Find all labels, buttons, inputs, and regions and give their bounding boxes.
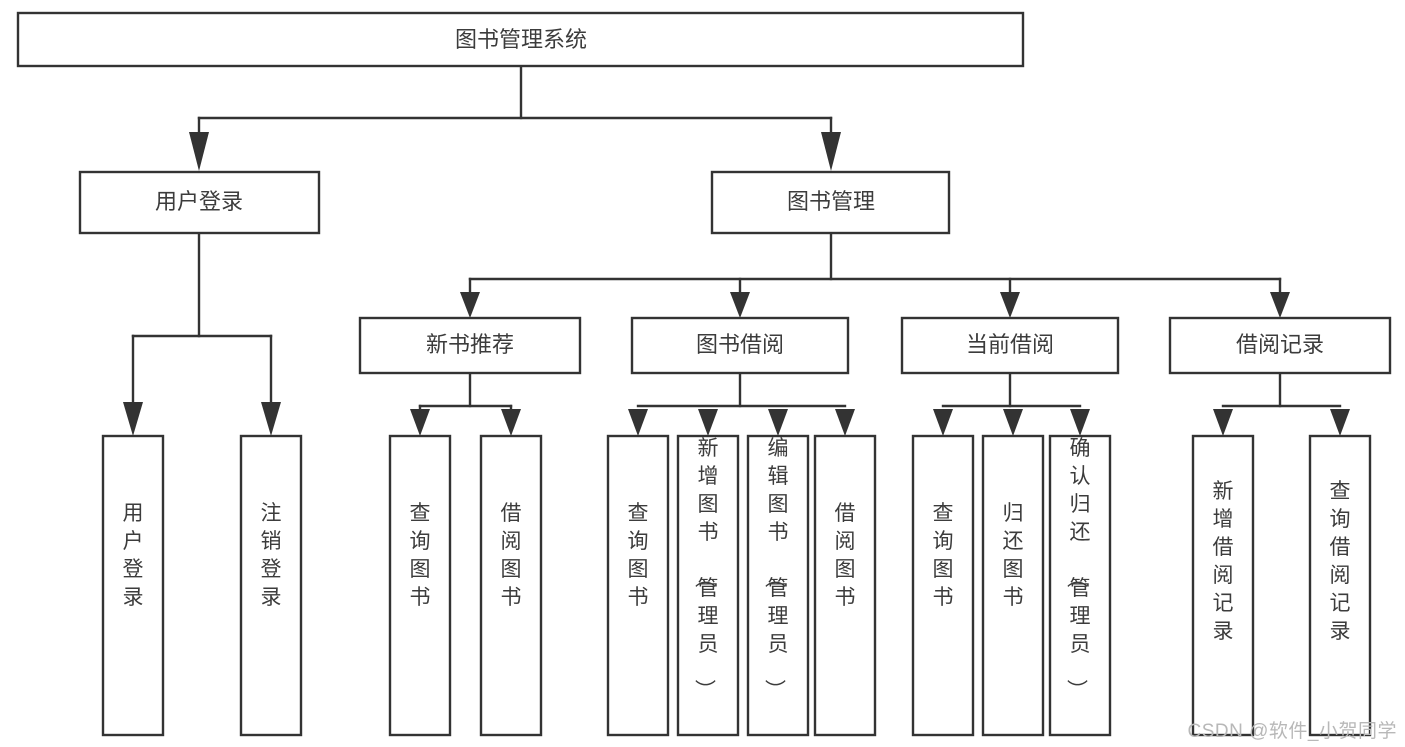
- leaf-node[interactable]: 注销登录: [239, 434, 303, 737]
- leaf-node[interactable]: 查询图书: [388, 434, 452, 737]
- leaf-node[interactable]: 查询借阅记录: [1308, 434, 1372, 737]
- leaf-bb-edit-book-label: 编辑图书（管理员）: [763, 437, 789, 700]
- node-current-borrow-box[interactable]: [900, 316, 1120, 375]
- leaf-logout-box[interactable]: [239, 434, 303, 737]
- leaf-br-query-record-label: 查询借阅记录: [1330, 480, 1351, 643]
- leaf-node[interactable]: 归还图书: [981, 434, 1045, 737]
- node-book-management-box[interactable]: [710, 170, 951, 235]
- leaf-bb-query-book-box[interactable]: [606, 434, 670, 737]
- arrow-head-user-login: [189, 132, 209, 171]
- leaf-bb-add-book-label: 新增图书（管理员）: [693, 437, 719, 700]
- node-current-borrow[interactable]: 当前借阅: [900, 316, 1120, 375]
- arrow-head-cb-leaf3: [1070, 409, 1090, 436]
- leaf-nb-query-book-box[interactable]: [388, 434, 452, 737]
- arrow-head-bb-leaf1: [628, 409, 648, 436]
- leaf-br-query-record-box[interactable]: [1308, 434, 1372, 737]
- leaf-node[interactable]: 用户登录: [101, 434, 165, 737]
- leaf-node[interactable]: 新增借阅记录: [1191, 434, 1255, 737]
- node-book-management-label: 图书管理: [787, 189, 875, 214]
- leaf-user-login-box[interactable]: [101, 434, 165, 737]
- leaf-nb-query-book-label: 查询图书: [410, 502, 431, 609]
- node-root-box[interactable]: [16, 11, 1025, 68]
- node-current-borrow-label: 当前借阅: [966, 332, 1054, 357]
- leaf-node[interactable]: 编辑图书（管理员）: [746, 434, 810, 737]
- node-new-book-recommend[interactable]: 新书推荐: [358, 316, 582, 375]
- node-borrow-record-box[interactable]: [1168, 316, 1392, 375]
- leaf-user-login-label: 用户登录: [123, 502, 144, 609]
- leaf-node[interactable]: 借阅图书: [813, 434, 877, 737]
- node-book-borrow[interactable]: 图书借阅: [630, 316, 850, 375]
- leaf-bb-borrow-book-box[interactable]: [813, 434, 877, 737]
- leaf-bb-add-book-box[interactable]: [676, 434, 740, 737]
- node-new-book-recommend-label: 新书推荐: [426, 332, 514, 357]
- arrow-head-book-mgmt: [821, 132, 841, 171]
- node-root-system[interactable]: 图书管理系统: [16, 11, 1025, 68]
- leaf-cb-confirm-return-label: 确认归还（管理员）: [1065, 437, 1091, 700]
- node-book-borrow-box[interactable]: [630, 316, 850, 375]
- arrow-head-br-leaf2: [1330, 409, 1350, 436]
- leaf-node[interactable]: 新增图书（管理员）: [676, 434, 740, 737]
- arrow-head-l3-4: [1270, 292, 1290, 318]
- arrow-head-bb-leaf3: [768, 409, 788, 436]
- arrow-head-l3-3: [1000, 292, 1020, 318]
- arrow-head-br-leaf1: [1213, 409, 1233, 436]
- arrow-head-cb-leaf1: [933, 409, 953, 436]
- node-user-login-label: 用户登录: [155, 189, 243, 214]
- node-new-book-recommend-box[interactable]: [358, 316, 582, 375]
- leaf-node[interactable]: 查询图书: [911, 434, 975, 737]
- arrow-head-ul-leaf1: [123, 402, 143, 436]
- connector-layer: [123, 63, 1350, 436]
- leaf-bb-edit-book-box[interactable]: [746, 434, 810, 737]
- arrow-head-bb-leaf4: [835, 409, 855, 436]
- node-user-login-box[interactable]: [78, 170, 321, 235]
- node-user-login[interactable]: 用户登录: [78, 170, 321, 235]
- arrow-head-l3-2: [730, 292, 750, 318]
- leaf-cb-return-book-label: 归还图书: [1003, 502, 1024, 609]
- node-borrow-record[interactable]: 借阅记录: [1168, 316, 1392, 375]
- arrow-head-ul-leaf2: [261, 402, 281, 436]
- arrow-head-nb-leaf2: [501, 409, 521, 436]
- leaf-cb-confirm-return-box[interactable]: [1048, 434, 1112, 737]
- leaf-node[interactable]: 确认归还（管理员）: [1048, 434, 1112, 737]
- arrow-head-l3-1: [460, 292, 480, 318]
- leaf-cb-query-book-box[interactable]: [911, 434, 975, 737]
- arrow-head-nb-leaf1: [410, 409, 430, 436]
- leaf-node[interactable]: 借阅图书: [479, 434, 543, 737]
- node-book-management[interactable]: 图书管理: [710, 170, 951, 235]
- node-book-borrow-label: 图书借阅: [696, 332, 784, 357]
- leaf-nb-borrow-book-box[interactable]: [479, 434, 543, 737]
- node-borrow-record-label: 借阅记录: [1236, 332, 1324, 357]
- arrow-head-bb-leaf2: [698, 409, 718, 436]
- leaf-nb-borrow-book-label: 借阅图书: [501, 502, 522, 609]
- leaf-logout-label: 注销登录: [261, 502, 282, 609]
- leaf-bb-borrow-book-label: 借阅图书: [835, 502, 856, 609]
- leaf-br-add-record-box[interactable]: [1191, 434, 1255, 737]
- leaf-node[interactable]: 查询图书: [606, 434, 670, 737]
- node-root-label: 图书管理系统: [455, 27, 587, 52]
- leaf-bb-query-book-label: 查询图书: [628, 502, 649, 609]
- arrow-head-cb-leaf2: [1003, 409, 1023, 436]
- leaf-br-add-record-label: 新增借阅记录: [1213, 480, 1234, 643]
- leaf-cb-query-book-label: 查询图书: [933, 502, 954, 609]
- leaf-cb-return-book-box[interactable]: [981, 434, 1045, 737]
